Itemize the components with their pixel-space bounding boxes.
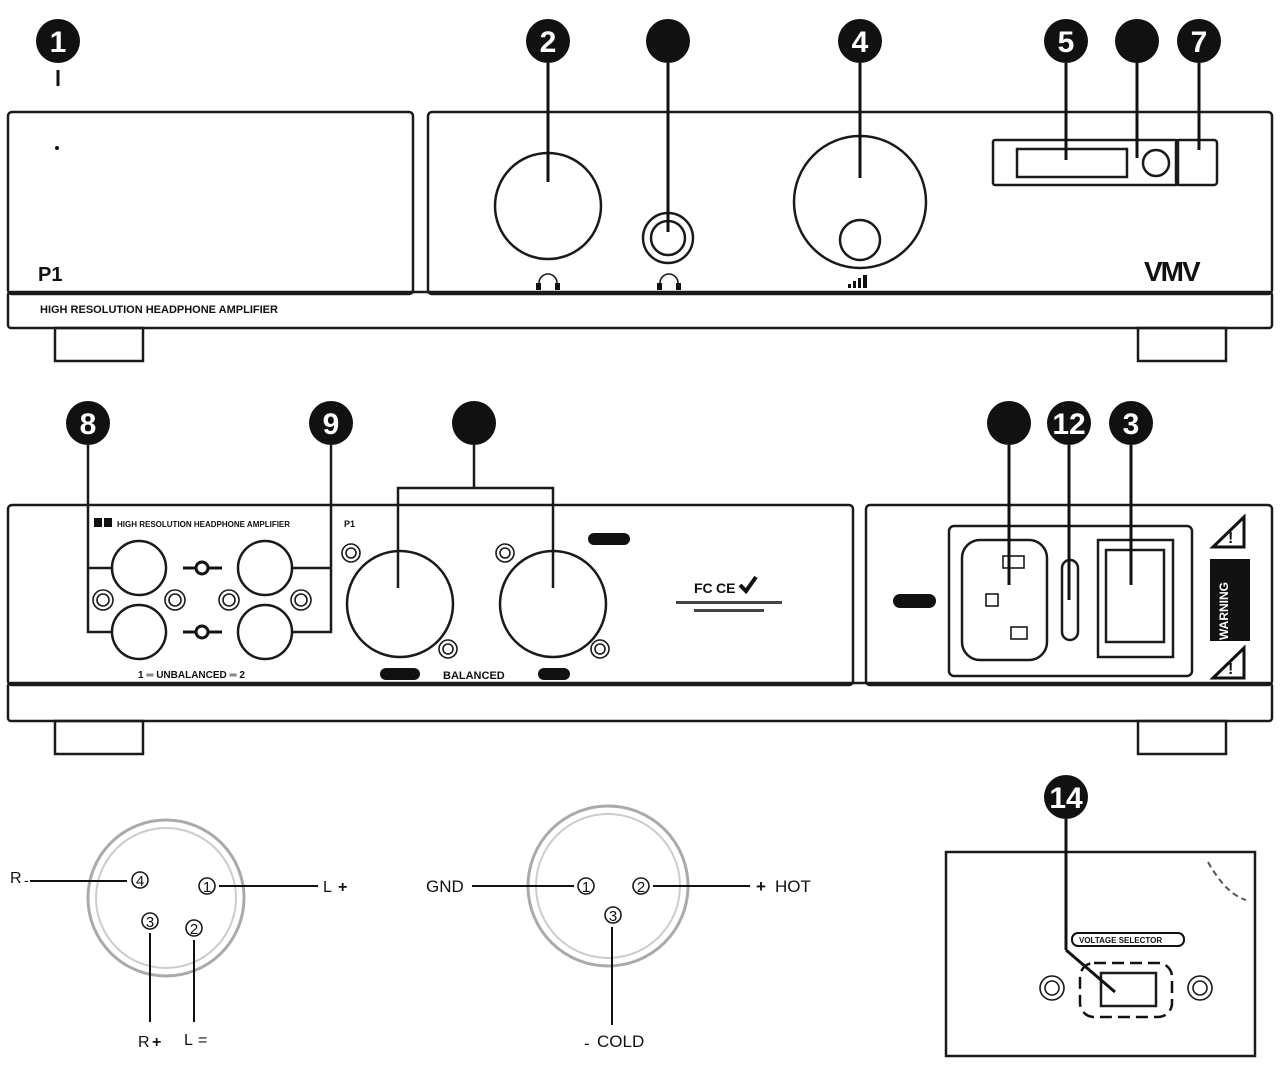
- unbalanced-label: 1 ═ UNBALANCED ═ 2: [138, 670, 245, 681]
- xlr4-pin: 3: [146, 914, 154, 931]
- power-button: [1174, 138, 1219, 187]
- rca-inputs: [92, 539, 312, 661]
- front-model-label: P1: [38, 264, 62, 286]
- svg-text:7: 7: [1191, 26, 1208, 59]
- display-bezel: [991, 138, 1180, 187]
- callout-2: 2: [526, 19, 570, 63]
- volume-icon: [848, 275, 867, 288]
- power-led: [55, 146, 59, 150]
- warning-triangle-icon: [1209, 644, 1246, 680]
- svg-text:FC: FC: [694, 580, 713, 596]
- iec-socket: [960, 538, 1049, 662]
- svg-text:-: -: [584, 1034, 590, 1053]
- svg-text:+: +: [756, 877, 766, 896]
- xlr4-label-r-minus: R: [10, 870, 22, 887]
- voltage-selector-panel: VOLTAGE SELECTOR 14: [944, 775, 1257, 1058]
- svg-text:5: 5: [1058, 26, 1075, 59]
- ac-label-badge: [893, 594, 936, 608]
- xlr4-pin: 4: [136, 873, 144, 890]
- brand-logo: VMV: [1144, 256, 1201, 287]
- callout-13: 3: [1109, 401, 1153, 445]
- front-panel: P1 HIGH RESOLUTION HEADPHONE AMPLIFIER: [6, 19, 1274, 363]
- svg-text:9: 9: [323, 408, 340, 441]
- svg-text:12: 12: [1052, 408, 1085, 441]
- warning-label: [1210, 559, 1250, 641]
- callout-10: [452, 401, 496, 445]
- svg-text:!: !: [1228, 530, 1233, 547]
- xlr3-pinout: 1 2 3 GND + HOT - COLD: [426, 804, 811, 1053]
- voltage-switch: [1099, 971, 1158, 1008]
- xlr3-pin: 2: [637, 879, 645, 896]
- svg-text:CE: CE: [716, 580, 735, 596]
- callout-9: 9: [309, 401, 353, 445]
- xlr3-pin: 1: [582, 879, 590, 896]
- voltage-selector-label: VOLTAGE SELECTOR: [1079, 936, 1162, 945]
- xlr4-label-l-minus: L: [184, 1032, 193, 1049]
- balanced-label: BALANCED: [443, 670, 505, 682]
- front-subtitle: HIGH RESOLUTION HEADPHONE AMPLIFIER: [40, 304, 278, 316]
- callout-8: 8: [66, 401, 110, 445]
- callout-12: 12: [1047, 401, 1091, 445]
- callout-1: 1: [36, 19, 80, 63]
- rear-panel: HIGH RESOLUTION HEADPHONE AMPLIFIER P1 1…: [6, 401, 1274, 756]
- callout-11: [987, 401, 1031, 445]
- svg-text:8: 8: [80, 408, 97, 441]
- svg-text:3: 3: [1123, 408, 1140, 441]
- callout-5: 5: [1044, 19, 1088, 63]
- headphone-icon: [657, 273, 681, 290]
- svg-text:14: 14: [1049, 782, 1083, 815]
- xlr4-pin: 1: [203, 879, 211, 896]
- xlr3-pin: 3: [609, 908, 617, 925]
- xlr-inputs: [341, 533, 630, 680]
- voltage-selector-frame: [944, 850, 1257, 1058]
- svg-text:+: +: [152, 1034, 161, 1051]
- xlr4-label-l-plus: L: [323, 879, 332, 896]
- callout-14: 14: [1044, 775, 1088, 819]
- rear-header-text: HIGH RESOLUTION HEADPHONE AMPLIFIER: [117, 520, 290, 529]
- xlr4-pin: 2: [190, 921, 198, 938]
- callout-7: 7: [1177, 19, 1221, 63]
- svg-text:+: +: [338, 879, 347, 896]
- xlr4-pinout: 4 1 3 2 R - L + R + L =: [10, 818, 347, 1051]
- warning-text: WARNING: [1217, 582, 1231, 640]
- warning-triangle-icon: [1209, 513, 1246, 549]
- display-window: [1015, 147, 1129, 179]
- callout-6: [1115, 19, 1159, 63]
- xlr3-label-gnd: GND: [426, 877, 464, 896]
- svg-text:!: !: [1228, 661, 1233, 678]
- power-switch: [1096, 538, 1175, 659]
- xlr4-label-r-plus: R: [138, 1034, 150, 1051]
- svg-text:=: =: [198, 1032, 207, 1049]
- rear-model-label: P1: [344, 519, 355, 529]
- headphone-icon: [536, 273, 560, 290]
- callout-3: [646, 19, 690, 63]
- svg-text:4: 4: [852, 26, 869, 59]
- compliance-marks: FC CE: [676, 575, 782, 612]
- ir-sensor: [1141, 148, 1171, 178]
- xlr3-label-hot: HOT: [775, 877, 811, 896]
- svg-text:-: -: [24, 872, 29, 888]
- svg-text:2: 2: [540, 26, 557, 59]
- svg-text:1: 1: [50, 26, 67, 59]
- callout-4: 4: [838, 19, 882, 63]
- xlr3-label-cold: COLD: [597, 1032, 644, 1051]
